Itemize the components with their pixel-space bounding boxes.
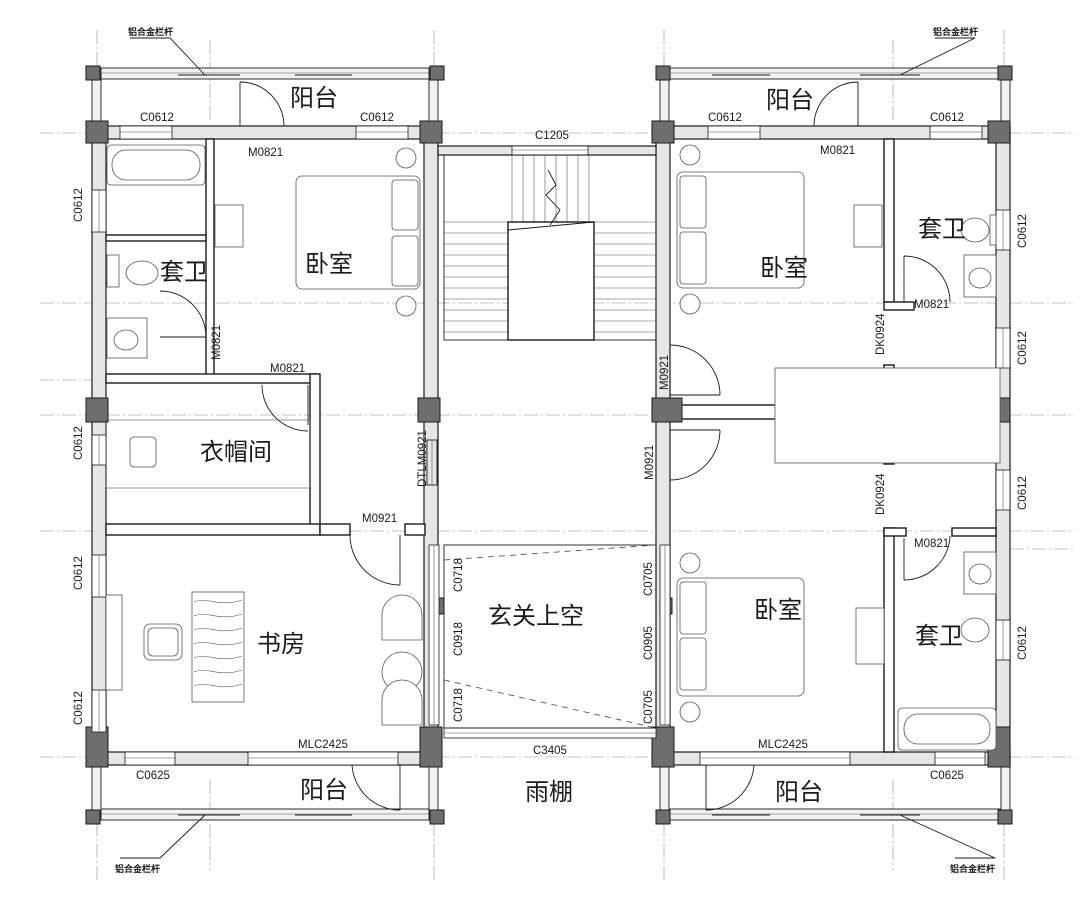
code-c0718: C0718: [453, 688, 465, 722]
opening-codes: C0612 C0612 C1205 C0612 C0612 M0821 M082…: [73, 112, 1029, 782]
code-c0612: C0612: [1017, 476, 1029, 510]
code-mlc2425: MLC2425: [298, 739, 348, 751]
code-c3405: C3405: [533, 745, 567, 757]
code-c0625: C0625: [136, 770, 170, 782]
code-c0612: C0612: [73, 426, 85, 460]
room-closet: 衣帽间: [200, 438, 272, 466]
code-c0905: C0905: [643, 626, 655, 660]
room-bedroom-right: 卧室: [760, 254, 808, 282]
furniture: [105, 144, 1001, 751]
code-m0821: M0821: [914, 299, 949, 311]
staircase: [443, 154, 657, 341]
windows: [91, 125, 1011, 766]
room-balcony-top-right: 阳台: [766, 86, 814, 114]
code-c0705: C0705: [643, 562, 655, 596]
code-c0612: C0612: [1017, 331, 1029, 365]
note-railing: 铝合金栏杆: [933, 26, 978, 38]
code-m0921: M0921: [362, 513, 397, 525]
code-c0612: C0612: [708, 112, 742, 124]
code-c0612: C0612: [73, 188, 85, 222]
note-railing: 铝合金栏杆: [128, 26, 173, 38]
room-entry-void: 玄关上空: [488, 602, 584, 630]
room-bedroom-bottom-right: 卧室: [754, 596, 802, 624]
room-bath-left: 套卫: [160, 258, 208, 286]
railing-notes: 铝合金栏杆 铝合金栏杆 铝合金栏杆 铝合金栏杆: [115, 26, 995, 875]
room-balcony-bottom-left: 阳台: [300, 776, 348, 804]
room-bedroom-left: 卧室: [305, 250, 353, 278]
code-c0612: C0612: [930, 112, 964, 124]
code-m0821: M0821: [914, 538, 949, 550]
room-bath-bottom-right: 套卫: [915, 622, 963, 650]
entry-void: [443, 544, 657, 729]
room-canopy: 雨棚: [525, 778, 573, 806]
code-c0612: C0612: [73, 691, 85, 725]
code-c0612: C0612: [140, 112, 174, 124]
code-m0821: M0821: [211, 325, 223, 360]
room-study: 书房: [257, 630, 305, 658]
code-m0821: M0821: [820, 145, 855, 157]
doors: [159, 81, 951, 811]
code-c0612: C0612: [360, 112, 394, 124]
code-m0921: M0921: [644, 445, 656, 480]
code-dk0924: DK0924: [875, 313, 887, 355]
room-balcony-top-left: 阳台: [290, 84, 338, 112]
room-labels: 阳台 阳台 卧室 套卫 卧室 套卫 衣帽间 书房 玄关上空 卧室 套卫 阳台 雨…: [160, 84, 966, 806]
code-c0718: C0718: [453, 558, 465, 592]
columns: [85, 65, 1013, 825]
room-balcony-bottom-right: 阳台: [775, 778, 823, 806]
code-c0918: C0918: [453, 622, 465, 656]
code-m0821: M0821: [248, 147, 283, 159]
room-bath-right: 套卫: [918, 215, 966, 243]
code-c0612: C0612: [1017, 626, 1029, 660]
code-mlc2425: MLC2425: [758, 739, 808, 751]
code-m0821: M0821: [270, 363, 305, 375]
code-c0625: C0625: [930, 770, 964, 782]
code-dtlm0921: DTLM0921: [417, 430, 429, 487]
note-railing: 铝合金栏杆: [115, 863, 160, 875]
code-dk0924: DK0924: [875, 473, 887, 515]
code-c0612: C0612: [73, 556, 85, 590]
code-c1205: C1205: [535, 130, 569, 142]
code-m0921: M0921: [659, 355, 671, 390]
code-c0705: C0705: [643, 690, 655, 724]
code-c0612: C0612: [1017, 214, 1029, 248]
note-railing: 铝合金栏杆: [950, 863, 995, 875]
